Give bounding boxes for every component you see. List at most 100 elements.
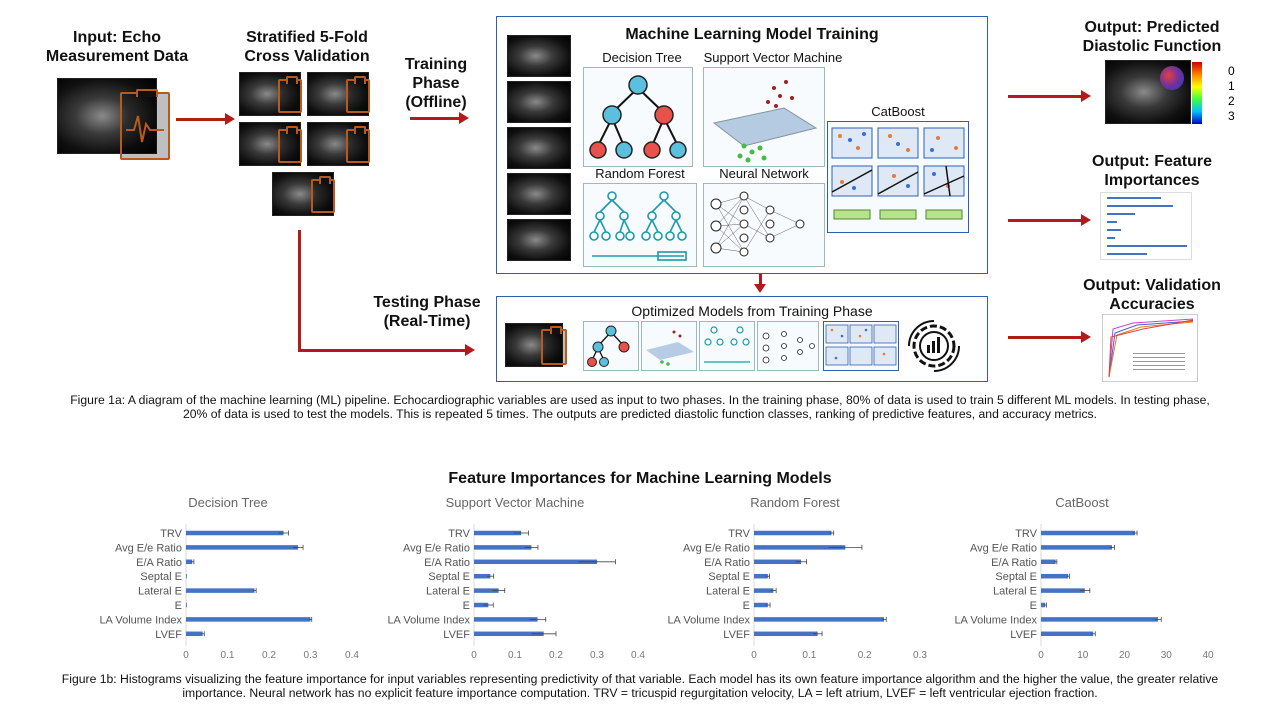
chart-title: Random Forest xyxy=(750,495,840,510)
train-echo-3 xyxy=(507,127,571,169)
output-validation-title: Output: Validation Accuracies xyxy=(1083,277,1221,313)
colorbar xyxy=(1192,62,1202,124)
cv-clipboard-icon xyxy=(346,126,370,163)
bar xyxy=(754,602,768,608)
bar xyxy=(474,631,544,637)
y-tick-label: E xyxy=(175,600,182,612)
predicted-color-overlay xyxy=(1160,66,1184,90)
bar xyxy=(474,545,532,550)
chart-title: Decision Tree xyxy=(188,495,267,510)
model-label-decision-tree: Decision Tree xyxy=(602,50,682,65)
bar xyxy=(474,617,538,622)
figure-1a-caption: Figure 1a: A diagram of the machine lear… xyxy=(70,393,1210,421)
arrow-test-vertical xyxy=(298,230,301,352)
bar xyxy=(1041,602,1046,608)
y-tick-label: LA Volume Index xyxy=(99,614,182,626)
cv-clipboard-icon xyxy=(346,76,370,113)
cv-clipboard-icon xyxy=(278,126,302,163)
y-tick-label: TRV xyxy=(728,528,750,540)
bar xyxy=(474,559,597,565)
y-tick-label: LA Volume Index xyxy=(667,614,750,626)
y-tick-label: Septal E xyxy=(428,571,470,583)
ml-training-panel: Machine Learning Model Training Decision… xyxy=(496,16,988,274)
y-tick-label: Septal E xyxy=(708,571,750,583)
x-tick-label: 0 xyxy=(751,650,757,661)
x-tick-label: 0.2 xyxy=(262,650,276,661)
arrow-head-down xyxy=(754,284,766,293)
training-phase-label: Training Phase (Offline) xyxy=(404,56,468,111)
bar xyxy=(1041,631,1094,637)
output-features-title: Output: Feature Importances xyxy=(1092,153,1212,189)
y-tick-label: Lateral E xyxy=(993,586,1037,598)
bar xyxy=(1041,559,1056,565)
svm-diagram xyxy=(703,67,825,167)
neural-network-diagram xyxy=(703,183,825,267)
y-tick-label: LVEF xyxy=(1010,629,1037,641)
bar xyxy=(186,559,193,565)
arrow-to-output-validation xyxy=(1008,331,1091,343)
bar xyxy=(186,617,311,622)
bar xyxy=(186,631,203,637)
y-tick-label: LA Volume Index xyxy=(387,614,470,626)
y-tick-label: Avg E/e Ratio xyxy=(115,542,182,554)
bar xyxy=(754,617,885,622)
opt-catboost xyxy=(823,321,899,371)
y-tick-label: E/A Ratio xyxy=(424,557,470,569)
bar xyxy=(474,573,491,579)
arrow-to-training xyxy=(410,112,469,124)
cv-clipboard-icon xyxy=(311,176,335,213)
y-tick-label: E/A Ratio xyxy=(136,557,182,569)
train-echo-4 xyxy=(507,173,571,215)
x-tick-label: 0 xyxy=(1038,650,1044,661)
chart-title: Support Vector Machine xyxy=(446,495,585,510)
train-echo-2 xyxy=(507,81,571,123)
bar xyxy=(1041,573,1069,579)
y-tick-label: Avg E/e Ratio xyxy=(403,542,470,554)
y-tick-label: Septal E xyxy=(140,571,182,583)
bar xyxy=(754,588,774,593)
y-tick-label: E xyxy=(743,600,750,612)
bar xyxy=(474,602,489,608)
colorbar-tick: 2 xyxy=(1228,94,1235,108)
bar xyxy=(474,530,522,536)
y-tick-label: Avg E/e Ratio xyxy=(683,542,750,554)
bar xyxy=(754,559,802,565)
y-tick-label: E xyxy=(1030,600,1037,612)
opt-random-forest xyxy=(699,321,755,371)
arrow-to-output-features xyxy=(1008,214,1091,226)
bar xyxy=(754,545,846,550)
test-clipboard-icon xyxy=(541,326,567,365)
y-tick-label: LVEF xyxy=(443,629,470,641)
chart-title: CatBoost xyxy=(1055,495,1109,510)
y-tick-label: LVEF xyxy=(155,629,182,641)
y-tick-label: LVEF xyxy=(723,629,750,641)
y-tick-label: TRV xyxy=(1015,528,1037,540)
x-tick-label: 0.1 xyxy=(802,650,816,661)
x-tick-label: 0 xyxy=(471,650,477,661)
arrow-input-to-cv xyxy=(176,113,235,125)
gear-chart-icon xyxy=(903,315,965,377)
x-tick-label: 0.3 xyxy=(304,650,318,661)
figure-1b-title: Feature Importances for Machine Learning… xyxy=(448,470,832,487)
opt-neural-network xyxy=(757,321,819,371)
bar xyxy=(186,545,299,550)
bar xyxy=(1041,530,1135,536)
input-clipboard-icon xyxy=(120,89,170,160)
x-tick-label: 0.2 xyxy=(858,650,872,661)
bar xyxy=(1041,588,1085,593)
bar xyxy=(186,588,255,593)
bar xyxy=(754,530,832,536)
y-tick-label: Lateral E xyxy=(706,586,750,598)
model-label-random-forest: Random Forest xyxy=(595,166,685,181)
bar xyxy=(1041,617,1158,622)
x-tick-label: 0.1 xyxy=(221,650,235,661)
testing-phase-label: Testing Phase (Real-Time) xyxy=(373,294,481,330)
input-title: Input: Echo Measurement Data xyxy=(45,29,189,65)
decision-tree-diagram xyxy=(583,67,693,167)
y-tick-label: TRV xyxy=(448,528,470,540)
y-tick-label: LA Volume Index xyxy=(954,614,1037,626)
colorbar-ticks: 0 1 2 3 xyxy=(1228,64,1235,124)
x-tick-label: 0.4 xyxy=(631,650,645,661)
colorbar-tick: 3 xyxy=(1228,109,1235,123)
bar xyxy=(1041,545,1112,550)
